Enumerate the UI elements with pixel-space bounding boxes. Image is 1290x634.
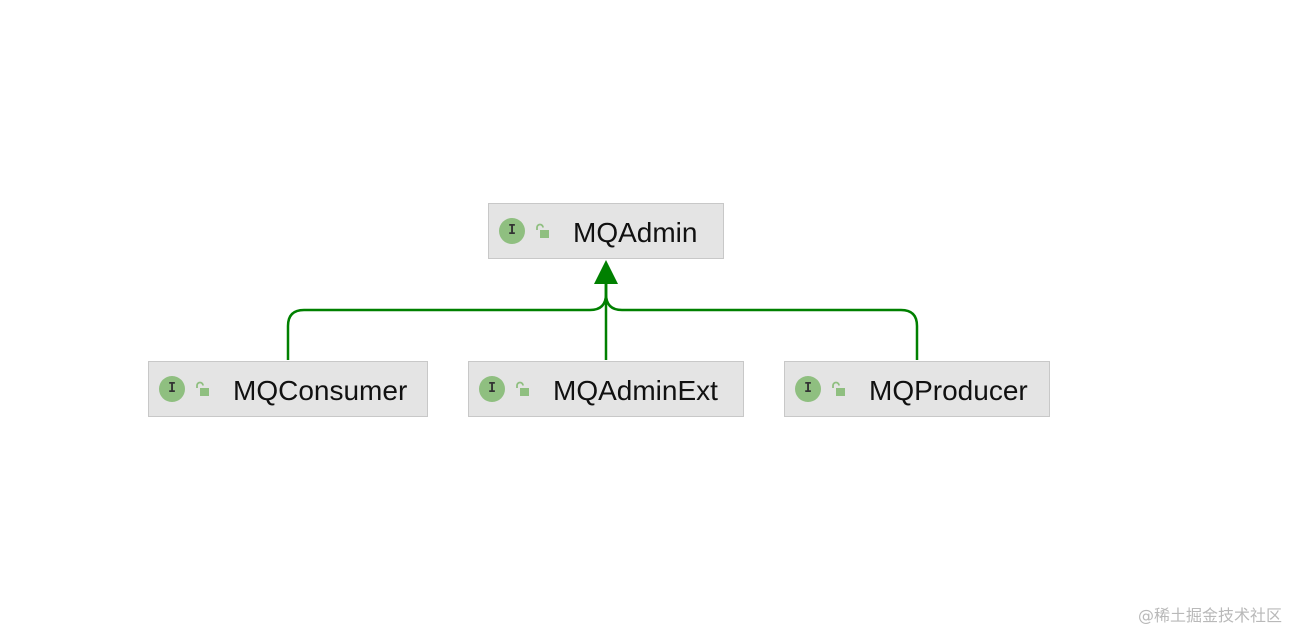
node-label: MQConsumer bbox=[233, 375, 408, 406]
edge-mqproducer bbox=[604, 284, 919, 360]
unlocked-icon bbox=[536, 223, 549, 238]
interface-icon: I bbox=[479, 376, 505, 402]
node-label: MQAdmin bbox=[573, 217, 698, 248]
edge-mqconsumer bbox=[286, 284, 608, 360]
node-mqadmin[interactable]: I MQAdmin bbox=[488, 203, 724, 259]
node-mqproducer[interactable]: I MQProducer bbox=[784, 361, 1050, 417]
node-label: MQAdminExt bbox=[553, 375, 718, 406]
unlocked-icon bbox=[832, 381, 845, 396]
node-mqadminext[interactable]: I MQAdminExt bbox=[468, 361, 744, 417]
watermark: @稀土掘金技术社区 bbox=[1137, 606, 1282, 625]
inheritance-arrowhead bbox=[594, 260, 618, 284]
unlocked-icon bbox=[516, 381, 529, 396]
interface-icon: I bbox=[499, 218, 525, 244]
unlocked-icon bbox=[196, 381, 209, 396]
node-mqconsumer[interactable]: I MQConsumer bbox=[148, 361, 428, 417]
interface-icon: I bbox=[159, 376, 185, 402]
node-label: MQProducer bbox=[869, 375, 1028, 406]
interface-icon: I bbox=[795, 376, 821, 402]
